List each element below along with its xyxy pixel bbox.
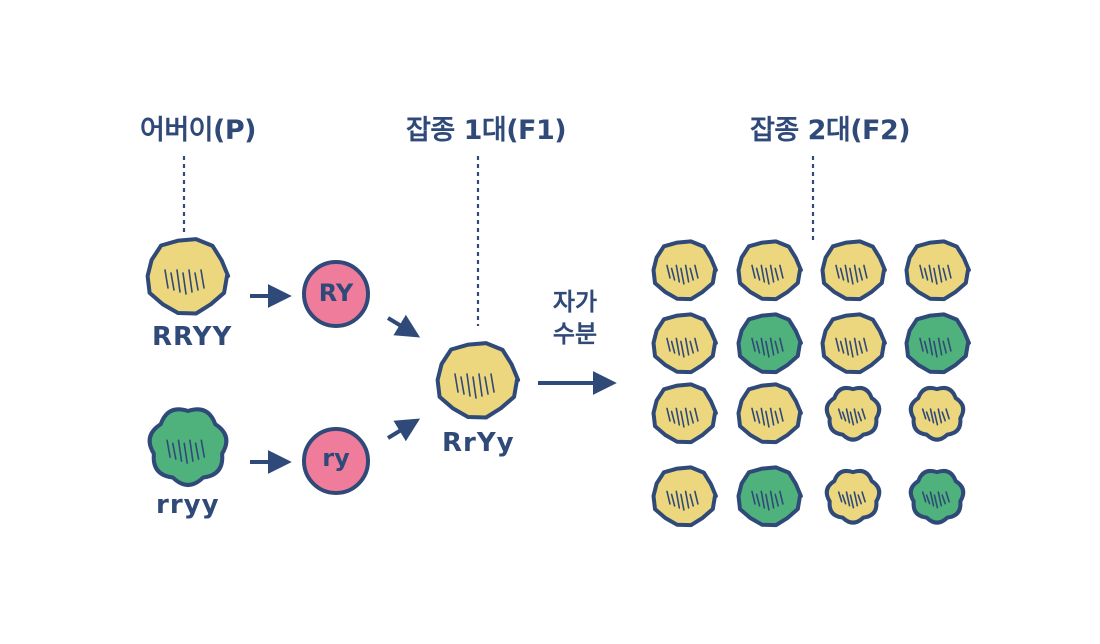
genotype-rryy: rryy: [156, 490, 220, 520]
pea-f2-r3-c1-texture: [666, 407, 699, 428]
pea-f2-r4-c4-body: [908, 468, 966, 525]
pea-f2-r2-c2-body: [736, 312, 803, 375]
pea-parent-wrinkled-green-body: [147, 407, 229, 487]
pea-f2-r1-c4: [904, 239, 971, 302]
pea-f1-round-yellow: [435, 341, 521, 420]
pea-f2-r4-c2: [736, 465, 803, 528]
pea-parent-wrinkled-green-texture: [166, 439, 206, 464]
pea-f2-r2-c1: [651, 312, 718, 375]
arrow-gameteRY-to-f1: [386, 314, 421, 338]
pea-f2-r2-c3: [820, 312, 887, 375]
pea-f2-r2-c1-texture: [666, 337, 699, 358]
pea-f2-r1-c1-texture: [666, 264, 699, 285]
pea-f2-r2-c1-body: [651, 312, 718, 375]
pea-f2-r2-c3-body: [820, 312, 887, 375]
pea-f2-r3-c3-texture: [837, 408, 866, 426]
pea-f2-r3-c2-body: [736, 382, 803, 445]
pea-f2-r2-c4-body: [904, 312, 971, 375]
pea-f2-r3-c1: [651, 382, 718, 445]
pea-parent-round-yellow: [145, 237, 231, 316]
pea-f2-r4-c3: [824, 468, 882, 525]
pea-f2-r4-c2-body: [736, 465, 803, 528]
pea-f2-r1-c2: [736, 239, 803, 302]
genotype-RrYy: RrYy: [442, 428, 515, 458]
pea-f2-r4-c3-texture: [837, 491, 866, 509]
self-pollination-line2: 수분: [552, 320, 598, 348]
f1-generation-label: 잡종 1대(F1): [406, 115, 567, 146]
pea-parent-round-yellow-body: [145, 237, 231, 316]
pea-f2-r4-c3-body: [824, 468, 882, 525]
pea-parent-round-yellow-texture: [164, 269, 205, 295]
pea-f2-r3-c4-texture: [921, 408, 950, 426]
pea-f2-r1-c2-texture: [751, 264, 784, 285]
pea-f1-round-yellow-texture: [454, 373, 495, 399]
pea-f2-r2-c2: [736, 312, 803, 375]
pea-f2-r4-c1: [651, 465, 718, 528]
pea-f2-r2-c4: [904, 312, 971, 375]
pea-f2-r3-c4: [908, 385, 966, 442]
self-pollination-label: 자가 수분: [535, 286, 615, 350]
pea-f2-r3-c3-body: [824, 385, 882, 442]
pea-f2-r3-c4-body: [908, 385, 966, 442]
pea-f2-r2-c3-texture: [835, 337, 868, 358]
pea-f2-r1-c3-body: [820, 239, 887, 302]
pea-f2-r3-c2-texture: [751, 407, 784, 428]
pea-parent-wrinkled-green: [147, 407, 229, 487]
pea-f2-r4-c2-texture: [751, 490, 784, 511]
pea-f2-r4-c4: [908, 468, 966, 525]
pea-f2-r1-c4-texture: [919, 264, 952, 285]
pea-f2-r1-c3: [820, 239, 887, 302]
pea-f2-r1-c3-texture: [835, 264, 868, 285]
pea-f2-r4-c1-texture: [666, 490, 699, 511]
self-pollination-line1: 자가: [552, 288, 598, 316]
pea-f2-r1-c1-body: [651, 239, 718, 302]
pea-f2-r3-c3: [824, 385, 882, 442]
gamete-ry-circle: [302, 427, 370, 495]
pea-f1-round-yellow-body: [435, 341, 521, 420]
pea-f2-r1-c1: [651, 239, 718, 302]
f2-generation-label: 잡종 2대(F2): [750, 115, 911, 146]
pea-f2-r1-c4-body: [904, 239, 971, 302]
arrow-gameterY-to-f1: [386, 418, 421, 442]
gamete-RY-label: RY: [318, 279, 354, 307]
gamete-RY-circle: [302, 260, 370, 328]
pea-f2-r1-c2-body: [736, 239, 803, 302]
pea-f2-r4-c4-texture: [921, 491, 950, 509]
pea-f2-r2-c4-texture: [919, 337, 952, 358]
genotype-RRYY: RRYY: [152, 322, 233, 352]
parent-generation-label: 어버이(P): [140, 115, 257, 146]
pea-f2-r2-c2-texture: [751, 337, 784, 358]
pea-f2-r4-c1-body: [651, 465, 718, 528]
pea-f2-r3-c2: [736, 382, 803, 445]
pea-f2-r3-c1-body: [651, 382, 718, 445]
gamete-ry-label: ry: [322, 444, 350, 472]
